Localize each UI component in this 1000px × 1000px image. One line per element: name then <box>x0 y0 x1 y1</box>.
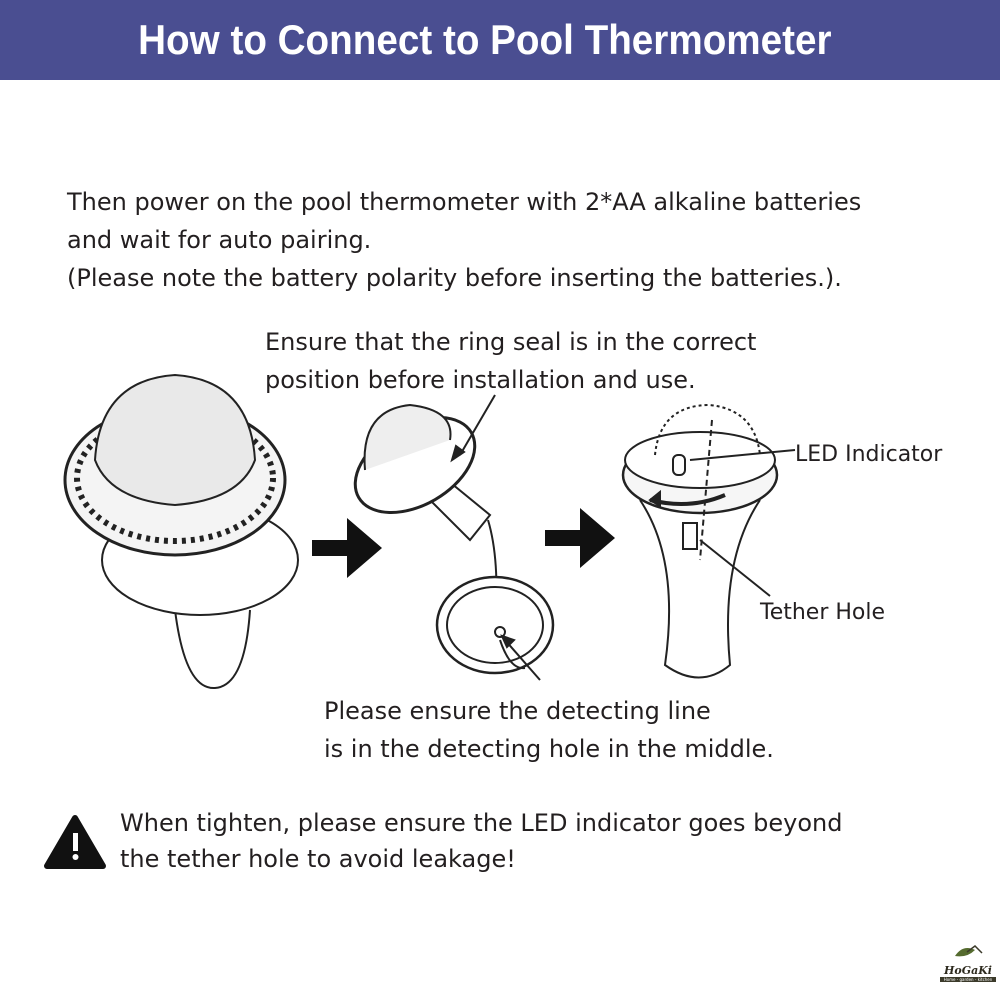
logo-tagline: Home - garden - kitchen <box>940 977 996 982</box>
intro-line: and wait for auto pairing. <box>67 226 372 254</box>
arrow-right-icon <box>312 518 382 578</box>
intro-text: Then power on the pool thermometer with … <box>67 183 861 297</box>
led-indicator-label: LED Indicator <box>795 442 943 467</box>
note-line: position before installation and use. <box>265 366 696 394</box>
brand-logo: HoGaKi Home - garden - kitchen <box>940 944 996 982</box>
detecting-line-note: Please ensure the detecting line is in t… <box>324 692 774 768</box>
house-leaf-icon <box>955 945 983 957</box>
thermometer-assembled-image <box>63 373 299 690</box>
logo-name: HoGaKi <box>944 964 992 977</box>
tether-hole-label: Tether Hole <box>760 600 886 625</box>
ring-seal-note: Ensure that the ring seal is in the corr… <box>265 323 756 399</box>
warning-triangle-icon <box>44 815 106 869</box>
thermometer-exploded-image <box>353 403 555 675</box>
warning-text: When tighten, please ensure the LED indi… <box>120 805 843 877</box>
note-line: is in the detecting hole in the middle. <box>324 735 774 763</box>
arrow-right-icon <box>545 508 615 568</box>
note-line: Please ensure the detecting line <box>324 697 711 725</box>
thermometer-installed-image <box>621 403 796 679</box>
warning-line: When tighten, please ensure the LED indi… <box>120 809 843 837</box>
header-banner: How to Connect to Pool Thermometer <box>0 0 1000 80</box>
warning-line: the tether hole to avoid leakage! <box>120 845 516 873</box>
intro-line: Then power on the pool thermometer with … <box>67 188 862 216</box>
intro-line: (Please note the battery polarity before… <box>67 264 842 292</box>
page-title: How to Connect to Pool Thermometer <box>138 16 832 63</box>
note-line: Ensure that the ring seal is in the corr… <box>265 328 757 356</box>
